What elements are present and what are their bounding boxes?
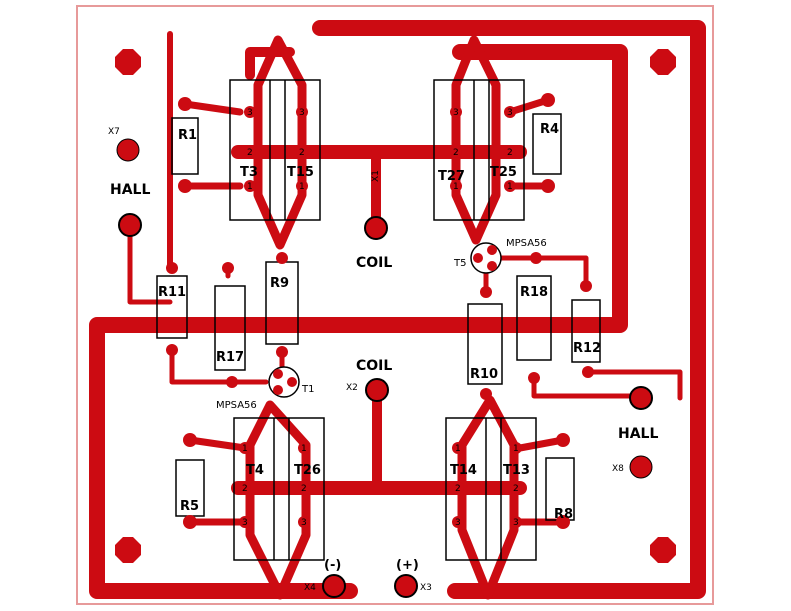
label-r17: R17 xyxy=(216,350,244,365)
label-r9: R9 xyxy=(270,276,289,291)
svg-text:3: 3 xyxy=(299,108,305,118)
label-x8: X8 xyxy=(612,464,624,474)
svg-text:3: 3 xyxy=(247,108,253,118)
label-r12: R12 xyxy=(573,341,601,356)
label-mpsa-top: MPSA56 xyxy=(506,238,547,249)
connector-pads xyxy=(116,138,653,598)
label-coil-top: COIL xyxy=(356,255,392,271)
label-r11: R11 xyxy=(158,285,186,300)
label-hall-left: HALL xyxy=(110,182,150,198)
svg-text:1: 1 xyxy=(513,444,519,454)
svg-text:2: 2 xyxy=(513,484,519,494)
label-t13: T13 xyxy=(503,463,530,478)
svg-text:3: 3 xyxy=(453,108,459,118)
svg-text:1: 1 xyxy=(453,182,459,192)
silkscreen xyxy=(156,79,601,561)
label-x1: X1 xyxy=(371,170,381,182)
label-t27: T27 xyxy=(438,169,465,184)
label-t5: T5 xyxy=(453,258,466,269)
label-r5: R5 xyxy=(180,499,199,514)
svg-text:2: 2 xyxy=(301,484,307,494)
label-r10: R10 xyxy=(470,367,498,382)
svg-text:3: 3 xyxy=(455,518,461,528)
label-t15: T15 xyxy=(287,165,314,180)
svg-text:2: 2 xyxy=(455,484,461,494)
label-r18: R18 xyxy=(520,285,548,300)
mounting-holes xyxy=(115,49,676,563)
svg-text:3: 3 xyxy=(507,108,513,118)
svg-text:1: 1 xyxy=(301,444,307,454)
svg-text:1: 1 xyxy=(247,182,253,192)
svg-text:1: 1 xyxy=(299,182,305,192)
label-hall-right: HALL xyxy=(618,426,658,442)
label-coil-mid: COIL xyxy=(356,358,392,374)
labels: R1 R4 R5 R8 R9 R10 R11 R12 R17 R18 T3 T1… xyxy=(108,122,658,593)
label-x2: X2 xyxy=(346,383,358,393)
svg-text:2: 2 xyxy=(242,484,248,494)
svg-text:1: 1 xyxy=(507,182,513,192)
label-minus: (-) xyxy=(324,558,341,573)
label-t3: T3 xyxy=(240,165,258,180)
label-t26: T26 xyxy=(294,463,321,478)
label-plus: (+) xyxy=(396,558,419,573)
label-t25: T25 xyxy=(490,165,517,180)
pin-numbers: 3 2 1 3 2 1 3 2 1 3 2 1 1 2 3 1 2 3 1 2 … xyxy=(242,108,519,528)
label-t1: T1 xyxy=(301,384,314,395)
label-r4: R4 xyxy=(540,122,559,137)
svg-text:2: 2 xyxy=(507,148,513,158)
label-r8: R8 xyxy=(554,507,573,522)
label-t14: T14 xyxy=(450,463,477,478)
svg-text:2: 2 xyxy=(453,148,459,158)
label-mpsa-bottom: MPSA56 xyxy=(216,400,257,411)
svg-text:2: 2 xyxy=(247,148,253,158)
svg-text:1: 1 xyxy=(455,444,461,454)
svg-text:3: 3 xyxy=(513,518,519,528)
label-t4: T4 xyxy=(246,463,264,478)
pads xyxy=(166,93,594,529)
svg-text:2: 2 xyxy=(299,148,305,158)
svg-text:3: 3 xyxy=(242,518,248,528)
svg-text:1: 1 xyxy=(242,444,248,454)
label-r1: R1 xyxy=(178,128,197,143)
svg-text:3: 3 xyxy=(301,518,307,528)
label-x4: X4 xyxy=(304,583,316,593)
label-x3: X3 xyxy=(420,583,432,593)
to92-transistors xyxy=(268,242,502,398)
label-x7: X7 xyxy=(108,127,120,137)
